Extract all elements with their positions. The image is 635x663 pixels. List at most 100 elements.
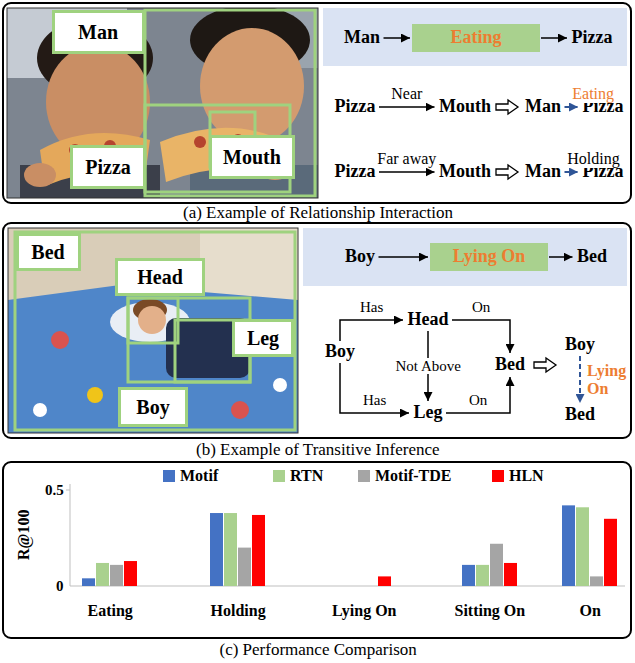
node-text: Man: [525, 97, 561, 117]
node-text: Boy: [136, 396, 169, 418]
predicate-box: Eating: [412, 24, 540, 52]
bar: [336, 586, 349, 587]
node-text: Mouth: [439, 162, 491, 182]
axis-label: On: [580, 602, 601, 620]
node-text: Eating: [450, 28, 501, 48]
connector: [384, 37, 411, 39]
bar: [82, 578, 95, 586]
bar-group: [82, 505, 617, 586]
tick: [66, 490, 70, 491]
bed-pattern: [273, 378, 287, 392]
node-text: Head: [137, 266, 183, 288]
axis-label: Sitting On: [455, 602, 526, 620]
photo-label: Boy: [118, 387, 188, 427]
bar: [224, 513, 237, 586]
node-text: Pizza: [85, 156, 131, 178]
node-text: Mouth: [439, 97, 491, 117]
node-text: Boy: [325, 342, 355, 362]
connector: [446, 377, 510, 413]
legend-swatch: [273, 470, 285, 482]
axis-label: Lying On: [332, 602, 396, 620]
bar: [350, 586, 363, 587]
bar: [364, 586, 377, 587]
node-text: Man: [344, 28, 380, 48]
bar: [210, 513, 223, 586]
node-text: Man: [78, 21, 118, 43]
tick-label: 0: [56, 578, 64, 595]
predicate-box: Lying On: [430, 243, 548, 271]
photo-boy-on-bed: [8, 228, 298, 433]
edge-label: Far away: [376, 150, 437, 168]
node-text: Bed: [31, 241, 64, 263]
photo-wall: [8, 228, 298, 433]
bar: [252, 515, 265, 586]
photo-label: Leg: [232, 319, 294, 357]
relation-word: Bed: [575, 247, 610, 267]
node-text: Bed: [577, 247, 607, 267]
relation-word: Man: [523, 162, 564, 182]
legend-swatch: [163, 470, 175, 482]
relation-word: Pizza: [332, 162, 378, 182]
node-text: Bed: [565, 405, 595, 425]
relation-word: Head: [405, 310, 451, 330]
photo-label: Bed: [16, 233, 81, 271]
bar: [604, 519, 617, 586]
edge-label: Not Above: [395, 358, 462, 375]
edge-label: Has: [362, 392, 387, 409]
bar: [378, 576, 391, 586]
node-text: Pizza: [572, 28, 613, 48]
bar: [590, 576, 603, 586]
relation-word: Bed: [493, 355, 528, 375]
bar: [476, 565, 489, 586]
relation-word: Boy: [323, 342, 358, 362]
connector: [541, 37, 567, 39]
implies-arrow: [496, 100, 518, 114]
edge-label: Has: [359, 299, 384, 316]
photo-wall: [200, 228, 298, 300]
axis-label: Eating: [88, 602, 133, 620]
connector: [579, 356, 581, 403]
bounding-box: [15, 232, 295, 430]
bar: [490, 544, 503, 586]
photo-frame: [8, 228, 298, 433]
subfigure-caption: (b) Example of Transitive Inference: [196, 441, 440, 460]
implies-arrow: [534, 358, 556, 372]
connector: [379, 171, 435, 173]
head: [138, 306, 166, 334]
photo-frame: [7, 8, 318, 198]
node-text: Pizza: [335, 162, 376, 182]
axis-label: Holding: [211, 602, 266, 620]
relation-word: Man: [342, 28, 383, 48]
axis-label: R@100: [15, 510, 33, 560]
panel-frame: [3, 223, 631, 438]
bar: [110, 565, 123, 586]
node-text: Boy: [565, 335, 595, 355]
node-text: Boy: [345, 247, 375, 267]
node-text: Leg: [414, 403, 443, 423]
connector: [379, 256, 429, 258]
relation-word: Man: [523, 97, 564, 117]
photo-label: Mouth: [209, 135, 295, 179]
bar: [576, 507, 589, 586]
connector: [340, 320, 403, 341]
bedspread: [8, 285, 298, 433]
relation-word: Pizza: [569, 28, 615, 48]
legend-item: Motif: [163, 467, 218, 485]
bar: [562, 505, 575, 586]
node-text: Man: [525, 162, 561, 182]
connector: [452, 320, 510, 353]
node-text: Head: [407, 310, 448, 330]
legend-item: RTN: [273, 467, 323, 485]
photo-label: Pizza: [70, 145, 146, 189]
bounding-box: [145, 10, 315, 196]
relation-word: Pizza: [332, 97, 378, 117]
bed-pattern: [87, 387, 103, 403]
edge-label: Lying On: [586, 362, 627, 397]
bar: [238, 548, 251, 586]
edge-label: Holding: [566, 150, 620, 168]
legend-swatch: [358, 470, 370, 482]
connector: [565, 106, 579, 108]
legend-text: RTN: [290, 467, 323, 485]
y-axis: [70, 484, 71, 586]
